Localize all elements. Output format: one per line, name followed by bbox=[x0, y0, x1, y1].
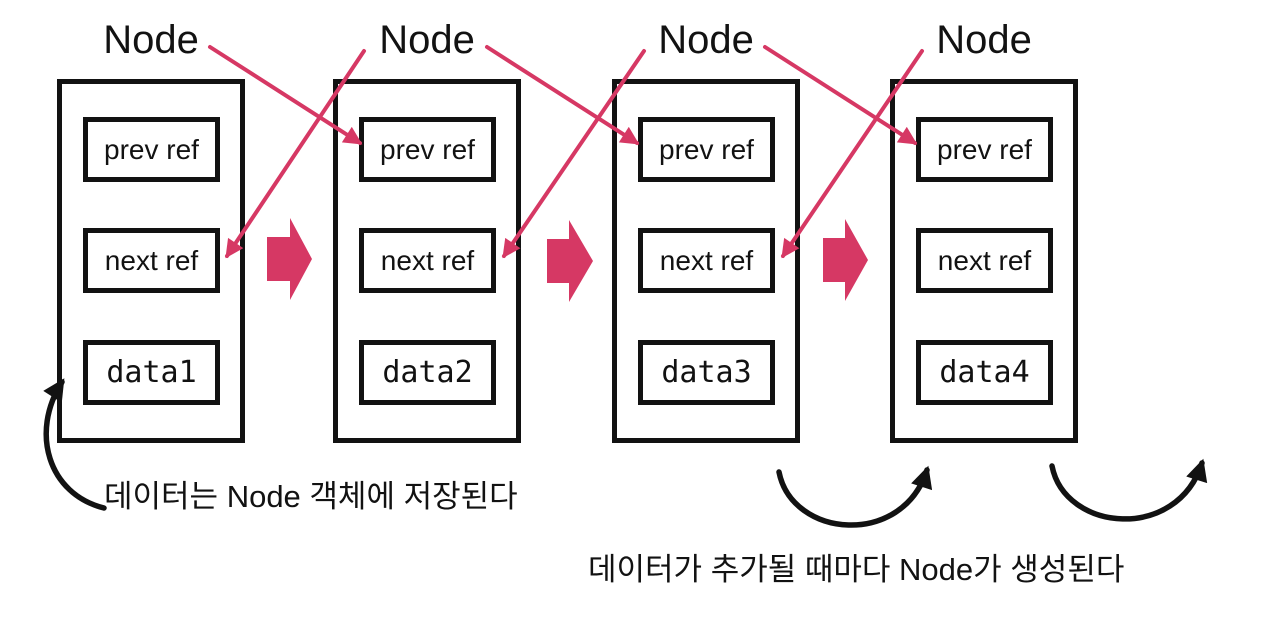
node-4-next-ref-box: next ref bbox=[916, 228, 1053, 293]
node-4-data-box: data4 bbox=[916, 340, 1053, 405]
node-1-next-ref-label: next ref bbox=[104, 244, 199, 276]
flow-block-arrow-1-icon bbox=[267, 218, 312, 300]
node-2-box: prev ref next ref data2 bbox=[333, 79, 521, 443]
flow-block-arrow-3-icon bbox=[823, 219, 868, 301]
node-4-prev-ref-box: prev ref bbox=[916, 117, 1053, 182]
node-4-box: prev ref next ref data4 bbox=[890, 79, 1078, 443]
node-group-2: Node prev ref next ref data2 bbox=[333, 0, 521, 623]
node-2-next-ref-box: next ref bbox=[359, 228, 496, 293]
node-1-data-box: data1 bbox=[83, 340, 220, 405]
node-2-data-label: data2 bbox=[382, 355, 473, 390]
node-group-1: Node prev ref next ref data1 bbox=[57, 0, 245, 623]
node-2-title: Node bbox=[379, 18, 475, 62]
node-3-next-ref-label: next ref bbox=[659, 244, 754, 276]
node-3-data-box: data3 bbox=[638, 340, 775, 405]
node-2-prev-ref-label: prev ref bbox=[380, 133, 475, 165]
node-3-prev-ref-label: prev ref bbox=[659, 133, 754, 165]
node-2-prev-ref-box: prev ref bbox=[359, 117, 496, 182]
node-3-next-ref-box: next ref bbox=[638, 228, 775, 293]
node-4-title: Node bbox=[936, 18, 1032, 62]
node-4-data-label: data4 bbox=[939, 355, 1030, 390]
node-4-prev-ref-label: prev ref bbox=[937, 133, 1032, 165]
node-2-next-ref-label: next ref bbox=[380, 244, 475, 276]
node-1-prev-ref-label: prev ref bbox=[104, 133, 199, 165]
node-1-box: prev ref next ref data1 bbox=[57, 79, 245, 443]
node-group-4: Node prev ref next ref data4 bbox=[890, 0, 1078, 623]
node-4-next-ref-label: next ref bbox=[937, 244, 1032, 276]
flow-block-arrow-2-icon bbox=[547, 220, 593, 302]
node-3-prev-ref-box: prev ref bbox=[638, 117, 775, 182]
node-3-data-label: data3 bbox=[661, 355, 752, 390]
node-3-title: Node bbox=[658, 18, 754, 62]
node-1-data-label: data1 bbox=[106, 355, 197, 390]
annotation-data-stored: 데이터는 Node 객체에 저장된다 bbox=[104, 479, 518, 514]
node-1-next-ref-box: next ref bbox=[83, 228, 220, 293]
node-1-prev-ref-box: prev ref bbox=[83, 117, 220, 182]
node-2-data-box: data2 bbox=[359, 340, 496, 405]
annotation-node-created: 데이터가 추가될 때마다 Node가 생성된다 bbox=[588, 552, 1125, 587]
node-3-box: prev ref next ref data3 bbox=[612, 79, 800, 443]
node-group-3: Node prev ref next ref data3 bbox=[612, 0, 800, 623]
node-1-title: Node bbox=[103, 18, 199, 62]
